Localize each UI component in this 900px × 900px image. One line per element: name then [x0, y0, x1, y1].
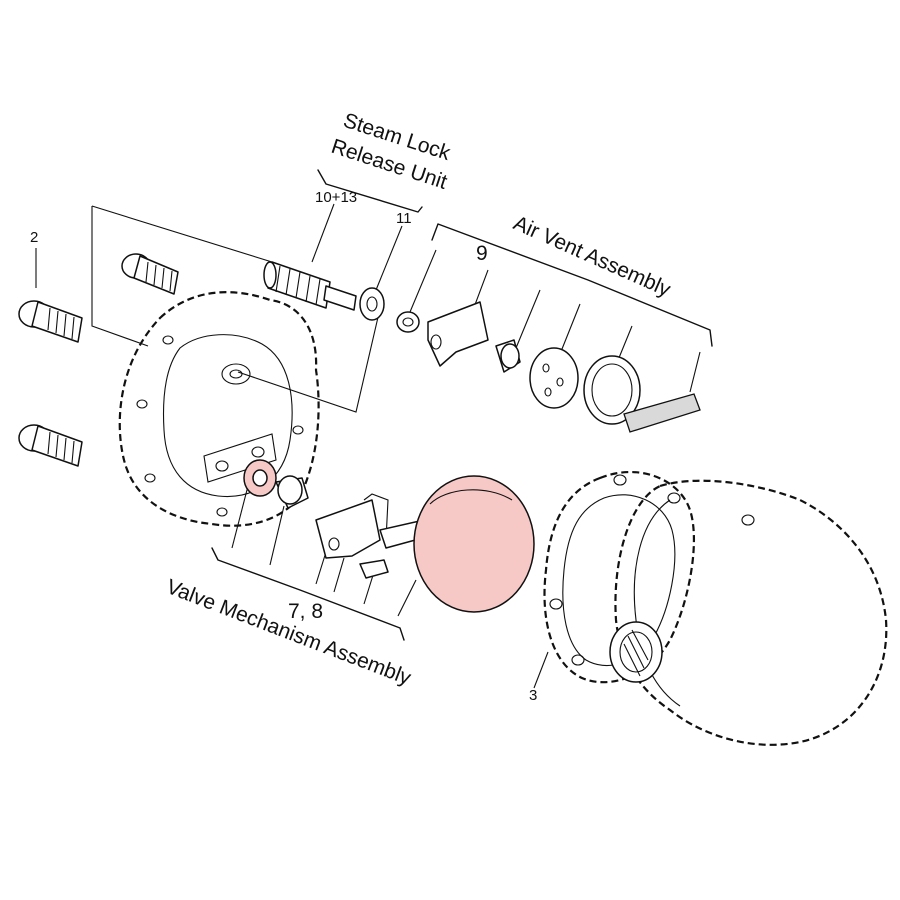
trap-body	[609, 479, 888, 746]
air-vent-assembly-title: Air Vent Assembly	[510, 212, 674, 302]
leader-line-10-13	[311, 203, 335, 263]
air-vent-bracket-part	[427, 301, 489, 367]
valve-mechanism-bracket	[211, 547, 405, 641]
bolt-2	[18, 300, 83, 343]
leader-line-valve-3	[315, 551, 327, 585]
ref-number-7-8: 7, 8	[288, 600, 323, 623]
air-vent-nut	[495, 339, 521, 373]
valve-mechanism-assembly-title: Valve Mechanism Assembly	[163, 575, 414, 690]
valve-lever-frame	[315, 493, 431, 579]
ref-number-3: 3	[529, 687, 537, 704]
ref-number-9: 9	[476, 242, 488, 265]
leader-line-air-vent-4	[559, 303, 581, 355]
leader-line-air-vent-1	[409, 249, 437, 313]
cover-link-outline-top	[91, 205, 273, 263]
valve-seat-gasket	[243, 459, 277, 497]
valve-mechanism-float	[413, 475, 535, 613]
air-vent-element-bar	[623, 393, 701, 433]
leader-line-valve-4	[333, 557, 345, 593]
leader-line-valve-1	[231, 485, 249, 549]
valve-seat	[275, 475, 309, 509]
cover-link-outline-left	[91, 206, 149, 347]
air-vent-small-washer	[396, 311, 420, 333]
steam-lock-release-unit	[263, 261, 357, 311]
leader-line-valve-6	[397, 579, 417, 617]
ref-number-2: 2	[30, 229, 38, 246]
cover-link-outline-bottom	[237, 299, 383, 413]
bolt-1	[121, 253, 179, 295]
air-vent-perforated-disc	[529, 347, 579, 409]
leader-line-air-vent-6	[689, 351, 701, 393]
leader-line-3	[533, 651, 549, 689]
leader-line-valve-2	[269, 505, 285, 566]
air-vent-bracket	[431, 223, 713, 347]
air-vent-cover-disc	[583, 355, 641, 425]
leader-line-11	[375, 225, 403, 291]
leader-line-valve-5	[363, 571, 375, 605]
steam-lock-washer	[359, 287, 385, 321]
bolt-3	[18, 424, 83, 467]
ref-number-10-13: 10+13	[315, 189, 357, 206]
ref-number-11: 11	[396, 210, 412, 227]
leader-line-air-vent-3	[515, 289, 541, 349]
steam-lock-bracket	[317, 169, 423, 213]
